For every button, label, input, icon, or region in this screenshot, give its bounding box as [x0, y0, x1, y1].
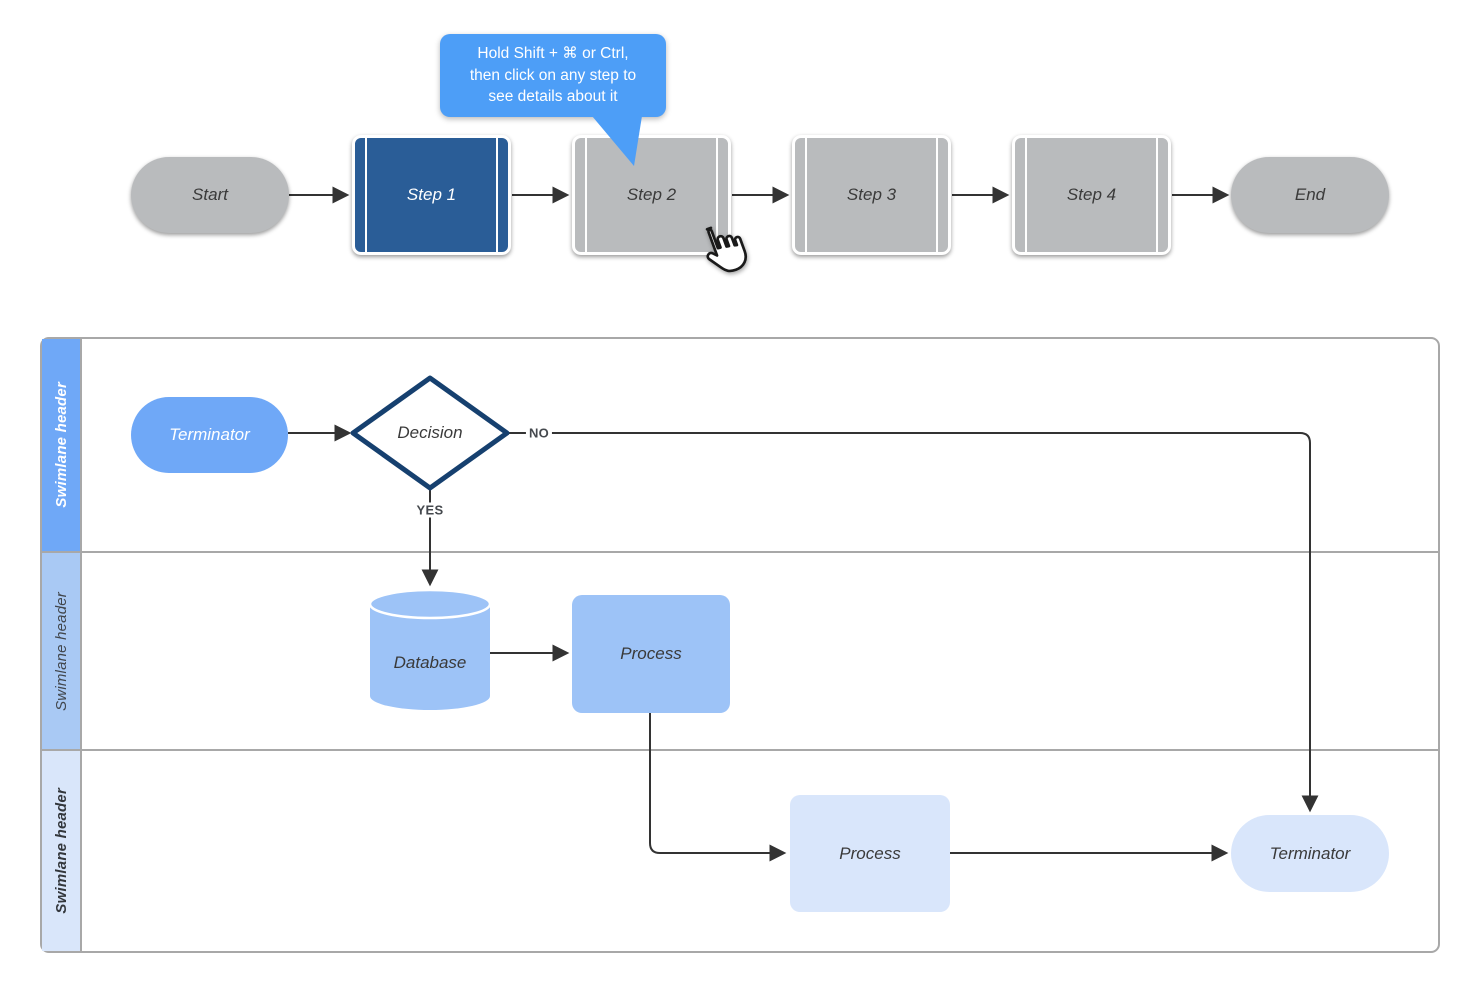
- tooltip-tail: [592, 116, 642, 166]
- predefined-process-bar: [585, 138, 587, 252]
- decision-label: Decision: [397, 423, 463, 442]
- swimlane-2: Swimlane header: [42, 553, 1438, 751]
- swimlane-3: Swimlane header: [42, 751, 1438, 951]
- step-2-label: Step 2: [626, 185, 677, 204]
- lane1-terminator-node[interactable]: Terminator: [131, 397, 288, 473]
- step-4-label: Step 4: [1066, 185, 1117, 204]
- lane3-terminator-node[interactable]: Terminator: [1231, 815, 1389, 892]
- step-1-label: Step 1: [406, 185, 457, 204]
- step-3-label: Step 3: [846, 185, 897, 204]
- connector-decision-no: [507, 432, 1319, 813]
- predefined-process-bar: [496, 138, 498, 252]
- connector-process-process: [649, 713, 787, 862]
- step-1-node[interactable]: Step 1: [352, 135, 511, 255]
- swimlane-2-header[interactable]: Swimlane header: [42, 553, 82, 749]
- predefined-process-bar: [936, 138, 938, 252]
- edge-label-yes: YES: [413, 502, 447, 518]
- database-cylinder-shape[interactable]: [368, 588, 492, 710]
- predefined-process-bar: [805, 138, 807, 252]
- database-label: Database: [393, 653, 467, 672]
- swimlane-3-header[interactable]: Swimlane header: [42, 751, 82, 951]
- decision-diamond-shape[interactable]: [350, 375, 510, 491]
- start-terminator-node[interactable]: Start: [131, 157, 289, 233]
- end-label: End: [1294, 185, 1326, 204]
- lane2-process-node[interactable]: Process: [572, 595, 730, 713]
- end-terminator-node[interactable]: End: [1231, 157, 1389, 233]
- edge-label-no: NO: [525, 425, 553, 441]
- hand-pointer-cursor-icon: [705, 226, 748, 273]
- predefined-process-bar: [716, 138, 718, 252]
- lane3-terminator-label: Terminator: [1269, 843, 1351, 863]
- step-2-node[interactable]: Step 2: [572, 135, 731, 255]
- lane3-process-node[interactable]: Process: [790, 795, 950, 912]
- predefined-process-bar: [1156, 138, 1158, 252]
- swimlane-1: Swimlane header: [42, 339, 1438, 553]
- step-4-node[interactable]: Step 4: [1012, 135, 1171, 255]
- lane1-terminator-label: Terminator: [169, 425, 250, 444]
- swimlane-1-header[interactable]: Swimlane header: [42, 339, 82, 551]
- predefined-process-bar: [1025, 138, 1027, 252]
- lane3-process-label: Process: [839, 843, 901, 863]
- hint-tooltip: Hold Shift + ⌘ or Ctrl, then click on an…: [440, 34, 666, 118]
- start-label: Start: [192, 185, 228, 204]
- lane2-process-label: Process: [620, 644, 682, 663]
- predefined-process-bar: [365, 138, 367, 252]
- step-3-node[interactable]: Step 3: [792, 135, 951, 255]
